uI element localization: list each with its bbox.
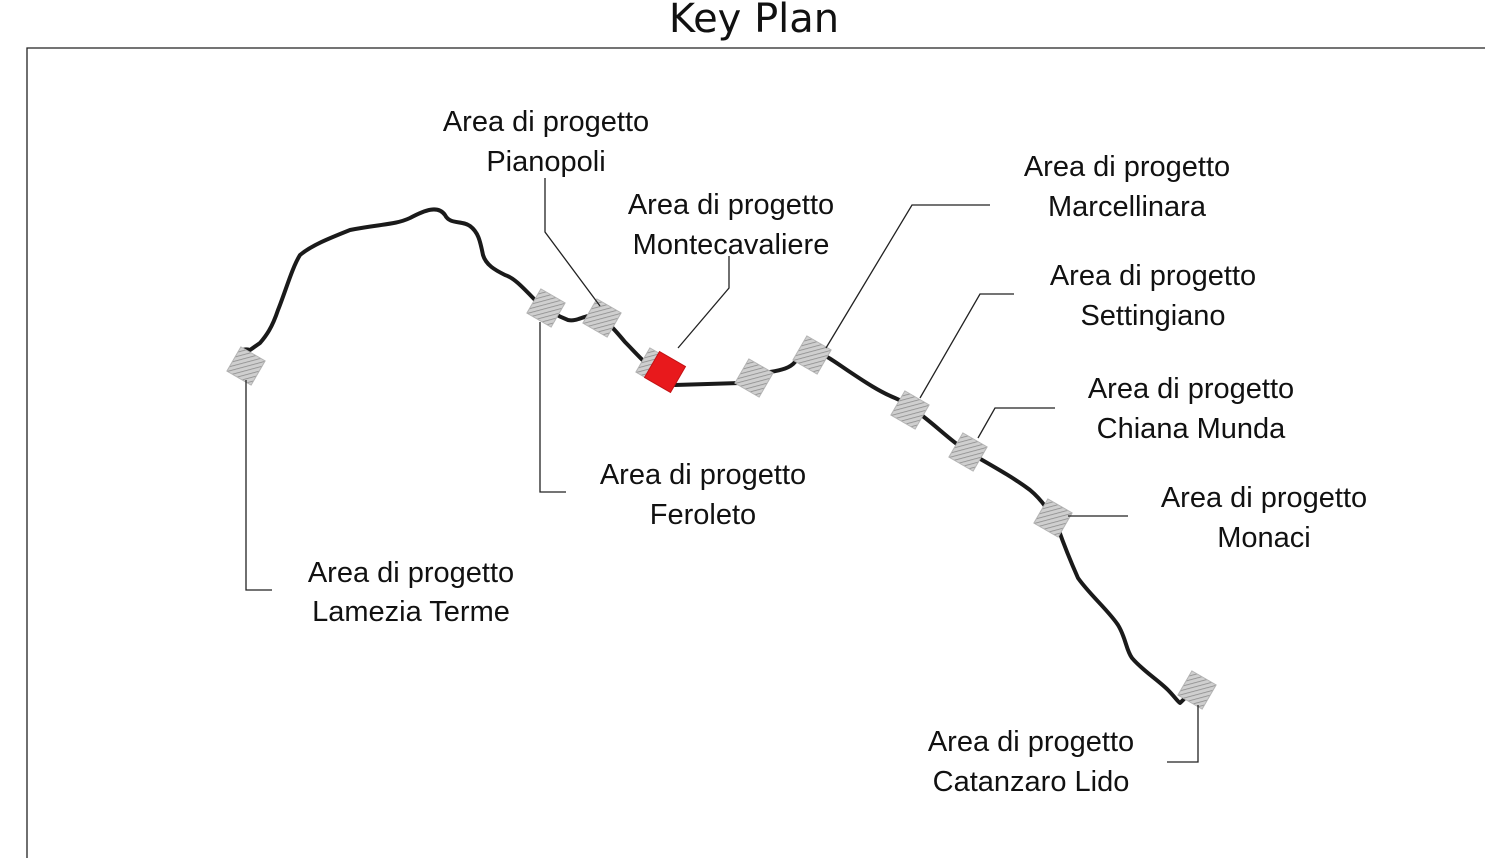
area-marker-settingiano[interactable] [890,390,930,430]
area-marker-catanzaro-lido[interactable] [1177,670,1217,710]
area-label-feroleto: Area di progetto Feroleto [600,459,806,531]
leader-lines [245,178,1199,763]
area-label-line2: Lamezia Terme [312,596,510,628]
area-label-line2: Pianopoli [486,146,605,178]
leader-pianopoli [544,178,601,307]
diagram-title: Key Plan [669,0,839,42]
area-label-line1: Area di progetto [628,189,834,221]
area-marker-feroleto[interactable] [526,288,566,328]
area-label-line1: Area di progetto [1161,482,1367,514]
area-label-chiana-munda: Area di progetto Chiana Munda [1088,373,1294,445]
drawing-frame [26,47,1485,858]
area-label-montecavaliere: Area di progetto Montecavaliere [628,189,834,261]
leader-montecavaliere [677,256,730,349]
leader-feroleto [539,322,566,493]
area-marker-montecavaliere[interactable] [643,350,687,394]
area-label-line1: Area di progetto [928,726,1134,758]
leader-settingiano [919,293,1014,399]
area-label-line2: Monaci [1217,522,1311,554]
area-label-line1: Area di progetto [1050,260,1256,292]
leader-lamezia-terme [245,380,272,591]
area-markers [226,288,1217,710]
area-label-catanzaro-lido: Area di progetto Catanzaro Lido [928,726,1134,798]
area-marker-unlabeled[interactable] [734,358,774,398]
area-label-marcellinara: Area di progetto Marcellinara [1024,151,1230,223]
area-label-pianopoli: Area di progetto Pianopoli [443,106,649,178]
area-marker-lamezia-terme[interactable] [226,346,266,386]
leader-chiana-munda [977,407,1055,439]
area-label-line2: Catanzaro Lido [933,766,1130,798]
leader-catanzaro-lido [1167,705,1199,763]
leader-marcellinara [825,204,990,349]
area-labels: Area di progetto Lamezia Terme Area di p… [308,106,1367,798]
area-marker-monaci[interactable] [1033,498,1073,538]
area-label-line1: Area di progetto [600,459,806,491]
area-label-settingiano: Area di progetto Settingiano [1050,260,1256,332]
area-label-line2: Chiana Munda [1097,413,1286,445]
area-label-line1: Area di progetto [308,557,514,589]
area-marker-marcellinara[interactable] [792,335,832,375]
area-label-line1: Area di progetto [1088,373,1294,405]
area-label-line2: Marcellinara [1048,191,1207,223]
area-label-line2: Montecavaliere [633,229,830,261]
area-label-lamezia-terme: Area di progetto Lamezia Terme [308,557,514,628]
area-label-line1: Area di progetto [1024,151,1230,183]
area-label-line2: Settingiano [1080,300,1225,332]
area-label-line2: Feroleto [650,499,756,531]
area-marker-chiana-munda[interactable] [948,432,988,472]
area-label-monaci: Area di progetto Monaci [1161,482,1367,554]
area-label-line1: Area di progetto [443,106,649,138]
area-marker-pianopoli[interactable] [582,298,622,338]
